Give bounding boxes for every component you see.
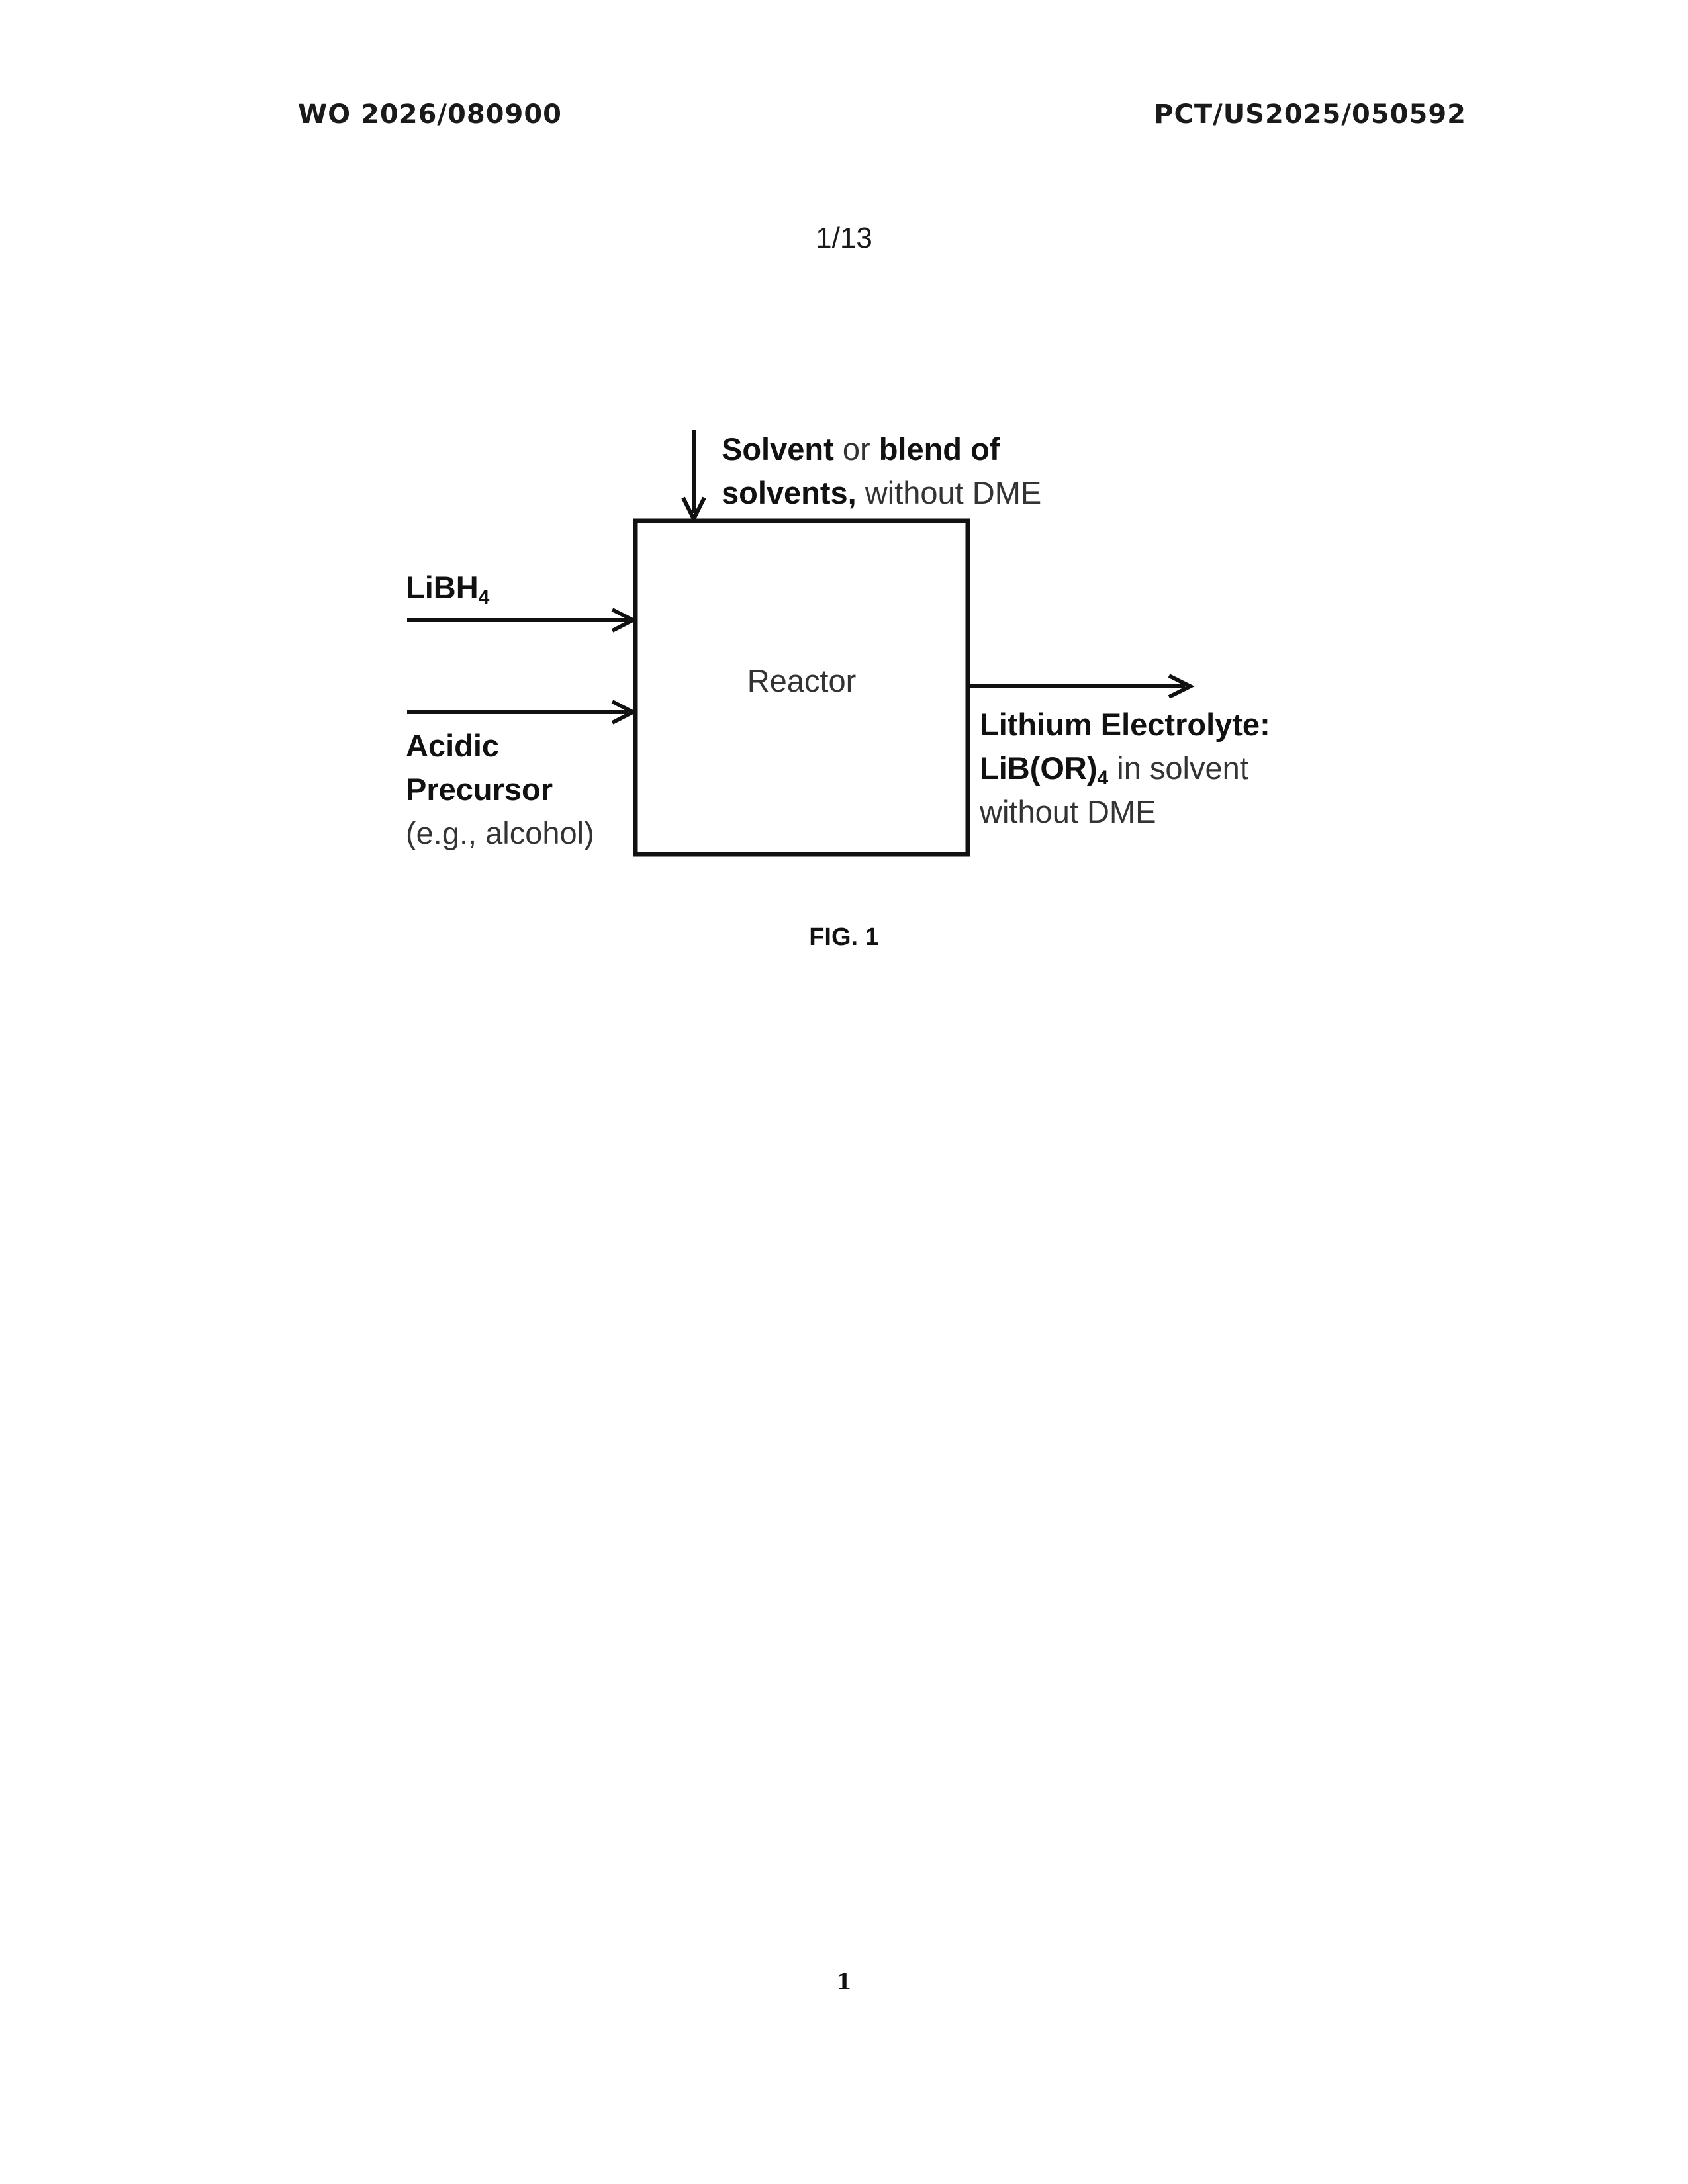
blend-of-words: blend of (879, 432, 1000, 467)
acidic-precursor-label: Acidic Precursor (e.g., alcohol) (406, 724, 594, 855)
output-label: Lithium Electrolyte: LiB(OR)4 in solvent… (980, 703, 1270, 834)
reactor-text: Reactor (747, 663, 857, 698)
reactor-label: Reactor (635, 659, 968, 703)
solvent-or-word: or (834, 432, 879, 467)
output-without-dme-text: without DME (980, 794, 1156, 829)
lithium-electrolyte-text: Lithium Electrolyte: (980, 707, 1270, 742)
solvent-label-line2: solvents, without DME (722, 471, 1041, 515)
solvent-label-line1: Solvent or blend of (722, 428, 1041, 471)
lib-or-subscript: 4 (1098, 767, 1109, 789)
libh4-subscript: 4 (479, 586, 490, 608)
libh4-label: LiBH4 (406, 566, 489, 610)
solvent-word: Solvent (722, 432, 834, 467)
libh4-text: LiBH (406, 570, 479, 605)
page-number: 1 (0, 1969, 1688, 1995)
solvents-word: solvents, (722, 475, 857, 510)
solvent-label: Solvent or blend of solvents, without DM… (722, 428, 1041, 515)
in-solvent-text: in solvent (1108, 751, 1248, 786)
alcohol-example-text: (e.g., alcohol) (406, 815, 594, 850)
without-dme-text: without DME (857, 475, 1041, 510)
lib-or-text: LiB(OR) (980, 751, 1098, 786)
precursor-text: Precursor (406, 772, 553, 807)
figure-caption: FIG. 1 (0, 923, 1688, 952)
acidic-text: Acidic (406, 728, 499, 763)
